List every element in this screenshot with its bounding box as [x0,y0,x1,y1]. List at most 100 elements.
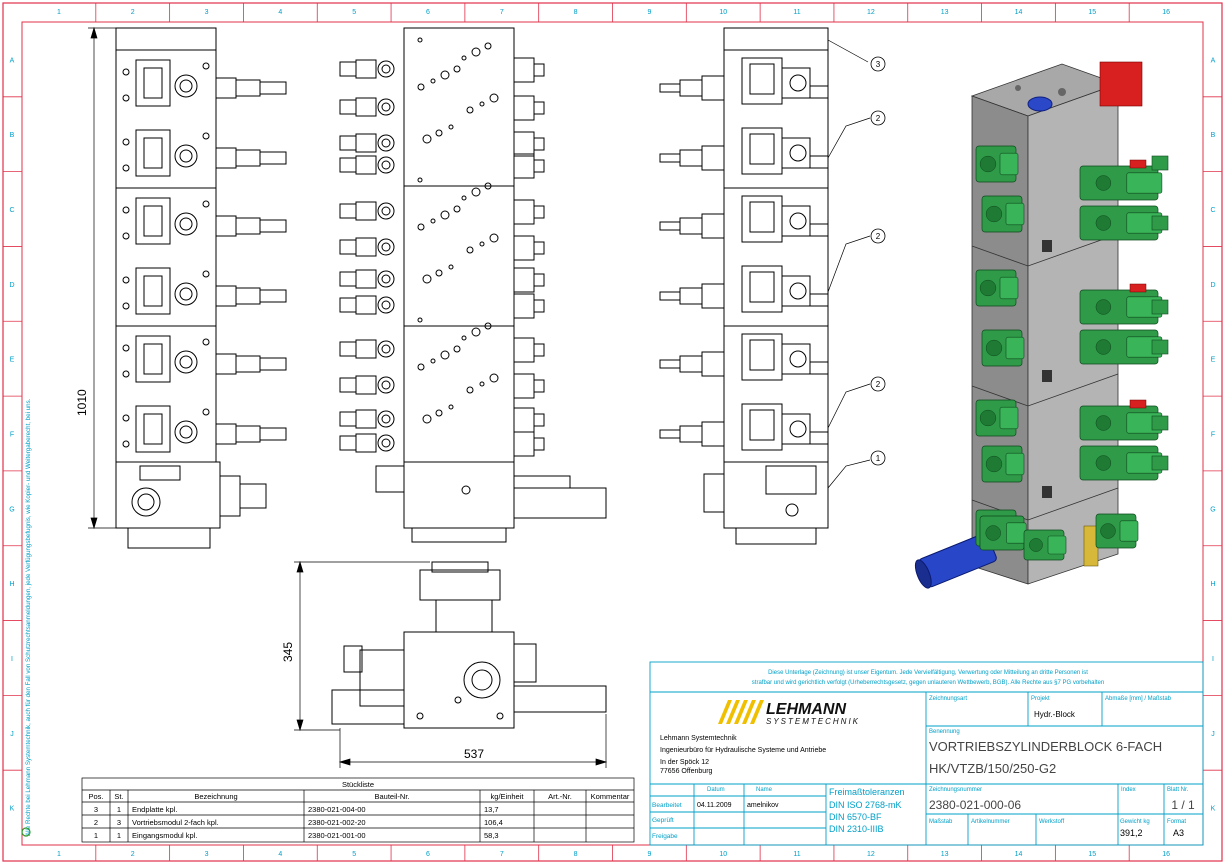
bom-title: Stückliste [342,780,374,789]
label-zeichnungsnummer: Zeichnungsnummer [929,787,982,793]
row-letter: E [10,357,15,364]
column-number: 13 [941,9,949,16]
bom-header-st: St. [114,792,123,801]
balloon-2c: 2 [876,380,881,389]
label-abmasse: Abmaße [mm] / Maßstab [1105,696,1172,702]
row-letter: E [1211,357,1216,364]
logo-sub: SYSTEMTECHNIK [766,717,860,726]
bom-header-kg: kg/Einheit [491,792,525,801]
bom-cell: 2380-021-001-00 [308,831,366,840]
label-format: Format [1167,819,1186,825]
balloon-leaders [827,39,871,489]
column-number: 3 [205,9,209,16]
status-icon [21,827,31,837]
bom-cell: 1 [94,831,98,840]
column-number: 1 [57,9,61,16]
label-massstab: Maßstab [929,819,953,825]
value-name: amelnikov [747,802,779,809]
bom-table [81,777,635,843]
row-letter: D [9,282,14,289]
column-number: 16 [1162,851,1170,858]
column-number: 16 [1162,9,1170,16]
row-letter: J [10,731,14,738]
balloon-2a: 2 [876,114,881,123]
drawing-number: 2380-021-000-06 [929,798,1021,812]
bom-cell: Eingangsmodul kpl. [132,831,197,840]
address-1: In der Spöck 12 [660,759,709,766]
title-block-lines [649,661,1204,846]
bom-header-bauteil: Bauteil-Nr. [374,792,409,801]
row-letter: I [11,656,13,663]
logo-word: LEHMANN [766,701,846,718]
dimension-345-label: 345 [281,642,295,662]
column-number: 9 [647,851,651,858]
row-letter: C [1210,207,1215,214]
bom-cell: 3 [94,805,98,814]
value-gewicht: 391,2 [1120,828,1143,838]
column-number: 12 [867,851,875,858]
company-logo: LEHMANN SYSTEMTECHNIK [718,700,860,726]
balloons: 3 2 2 2 1 [870,56,886,466]
column-number: 8 [574,9,578,16]
row-letter: F [10,432,14,439]
drawing-subtitle: HK/VTZB/150/250-G2 [929,761,1056,776]
row-letter: H [9,581,14,588]
column-number: 8 [574,851,578,858]
bom-cell: 1 [117,831,121,840]
dimension-1010-label: 1010 [75,389,89,416]
balloon-2b: 2 [876,232,881,241]
row-letter: I [1212,656,1214,663]
column-grid [95,3,1130,861]
bom-header-kommentar: Kommentar [591,792,630,801]
column-number: 10 [719,851,727,858]
label-gewicht: Gewicht kg [1120,819,1150,825]
value-datum: 04.11.2009 [697,802,732,809]
bom-text: Stückliste Pos. St. Bezeichnung Bauteil-… [88,780,629,840]
label-artikelnummer: Artikelnummer [971,819,1010,825]
label-benennung: Benennung [929,729,960,735]
column-number: 2 [131,851,135,858]
label-werkstoff: Werkstoff [1039,819,1064,825]
bom-cell: 58,3 [484,831,499,840]
dimension-537 [338,714,608,768]
column-number: 6 [426,851,430,858]
bom-cell: 1 [117,805,121,814]
row-letter: B [10,132,15,139]
column-number: 14 [1015,9,1023,16]
row-letter: G [9,506,14,513]
row-letter: D [1210,282,1215,289]
column-number: 4 [278,851,282,858]
isometric-view [914,61,1169,589]
column-number: 7 [500,851,504,858]
company-name: Lehmann Systemtechnik [660,735,737,742]
bom-cell: 13,7 [484,805,499,814]
column-number: 3 [205,851,209,858]
side-view [339,27,607,543]
label-zeichnungsart: Zeichnungsart [929,696,967,702]
bom-header-pos: Pos. [88,792,103,801]
row-letter: K [10,806,15,813]
column-number: 11 [793,851,800,858]
column-numbers: 1122334455667788991010111112121313141415… [57,9,1170,858]
column-number: 1 [57,851,61,858]
address-2: 77656 Offenburg [660,768,713,775]
bom-cell: 2380-021-004-00 [308,805,366,814]
bom-cell: 2380-021-002-20 [308,818,366,827]
notice-line-1: Diese Unterlage (Zeichnung) ist unser Ei… [768,670,1088,676]
column-number: 7 [500,9,504,16]
column-number: 10 [719,9,727,16]
bom-header-art: Art.-Nr. [548,792,572,801]
tolerance-2: DIN 6570-BF [829,812,882,822]
column-number: 11 [793,9,800,16]
column-number: 15 [1088,851,1096,858]
column-number: 15 [1088,9,1096,16]
row-letter: A [10,57,15,64]
bom-cell: 3 [117,818,121,827]
row-letter: J [1211,731,1215,738]
column-number: 6 [426,9,430,16]
label-name: Name [756,787,773,793]
column-number: 12 [867,9,875,16]
label-index: Index [1121,787,1136,793]
